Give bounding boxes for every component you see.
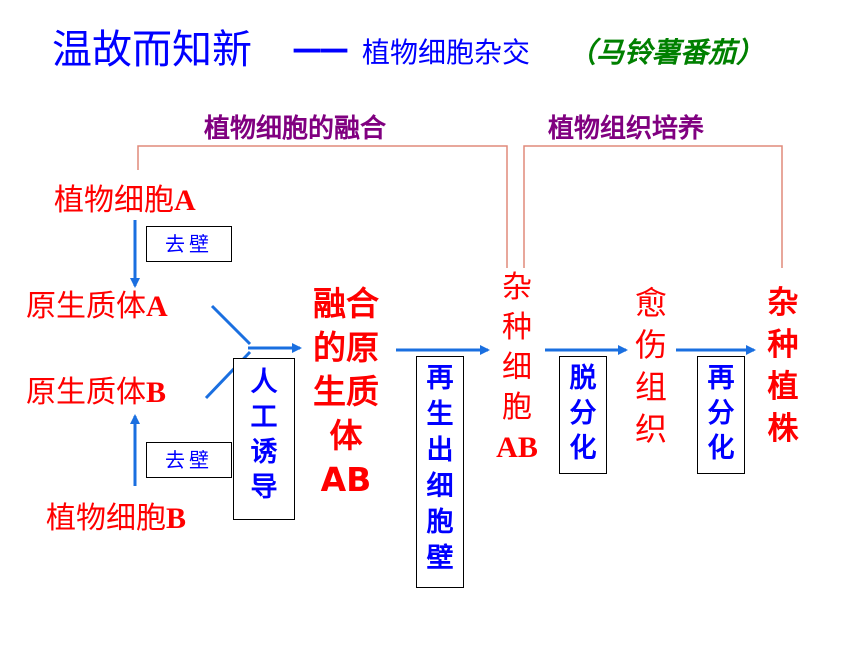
node-protoplast-b: 原生质体B — [26, 374, 166, 412]
step-box-redifferentiate: 再分化 — [697, 356, 745, 474]
step-remove-wall-a-label: 去壁 — [165, 232, 213, 256]
bracket-culture — [523, 145, 783, 268]
step-box-remove-wall-b: 去壁 — [146, 442, 232, 478]
node-hybrid-plant: 杂种植株 — [767, 285, 799, 447]
node-fused-line-4: 体AB — [320, 416, 372, 499]
node-plant-cell-a-text: 植物细胞 — [54, 183, 174, 218]
node-hybrid-cell: 杂种细胞 AB — [494, 268, 540, 468]
step-box-induce: 人工诱导 — [233, 358, 295, 520]
node-protoplast-a-letter: A — [146, 290, 168, 323]
page-title: 温故而知新 — [52, 27, 252, 73]
node-plant-cell-b-text: 植物细胞 — [46, 501, 166, 536]
step-induce-label: 人工诱导 — [250, 367, 278, 503]
node-fused-line-2: 的原 — [313, 328, 379, 367]
step-box-remove-wall-a: 去壁 — [146, 226, 232, 262]
step-redifferentiate-label: 再分化 — [707, 363, 735, 464]
step-remove-wall-b-label: 去壁 — [165, 448, 213, 472]
node-hybrid-cell-letters: AB — [496, 431, 538, 464]
node-plant-cell-b-letter: B — [166, 502, 187, 535]
title-dash: —— — [292, 32, 349, 67]
step-dedifferentiate-label: 脱分化 — [569, 363, 597, 464]
node-fused-protoplast: 融合 的原 生质 体AB — [306, 282, 386, 502]
section-label-fusion: 植物细胞的融合 — [204, 114, 387, 144]
step-regenerate-wall-label: 再生出细胞壁 — [426, 363, 454, 574]
node-fused-line-3: 生质 — [313, 372, 379, 411]
section-label-culture: 植物组织培养 — [548, 114, 705, 144]
title-parenthetical: （马铃薯番茄） — [568, 36, 765, 69]
node-hybrid-cell-text: 杂种细胞 — [502, 270, 532, 425]
node-protoplast-a-text: 原生质体 — [26, 289, 146, 324]
title-subtitle: 植物细胞杂交 — [362, 36, 531, 69]
node-protoplast-b-text: 原生质体 — [26, 375, 146, 410]
node-fused-line-1: 融合 — [313, 284, 379, 323]
node-plant-cell-b: 植物细胞B — [46, 500, 186, 538]
arrow-proto-a-to-merge — [210, 304, 252, 346]
node-callus: 愈伤组织 — [634, 284, 667, 448]
step-box-dedifferentiate: 脱分化 — [559, 356, 607, 474]
step-box-regenerate-wall: 再生出细胞壁 — [416, 356, 464, 588]
node-protoplast-a: 原生质体A — [26, 288, 168, 326]
node-plant-cell-a: 植物细胞A — [54, 182, 196, 220]
bracket-fusion — [137, 145, 508, 268]
node-protoplast-b-letter: B — [146, 376, 167, 409]
node-plant-cell-a-letter: A — [174, 184, 196, 217]
